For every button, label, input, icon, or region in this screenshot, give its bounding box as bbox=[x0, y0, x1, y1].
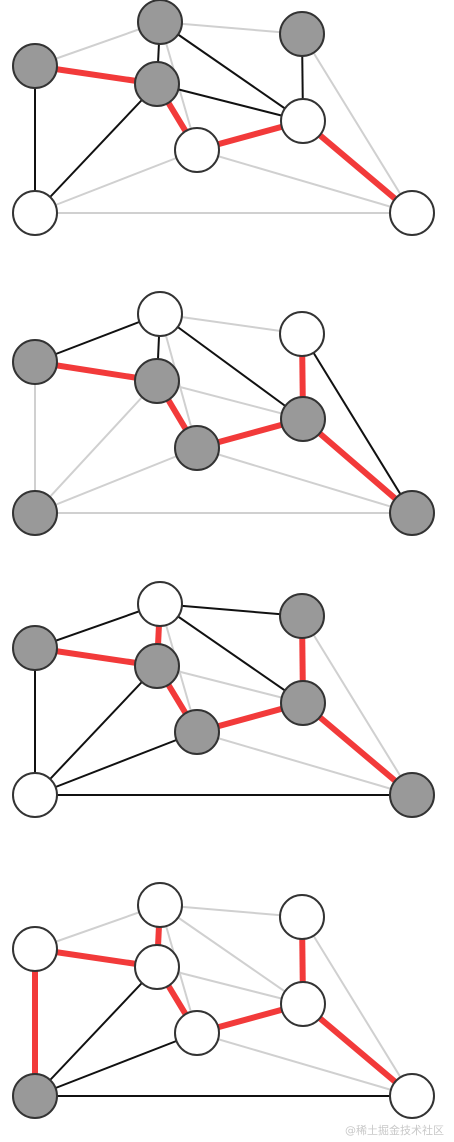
edge-black-D-E bbox=[34, 966, 158, 1097]
edge-black-C-H bbox=[301, 333, 413, 514]
edge-light-B-F bbox=[159, 904, 304, 1005]
edge-light-B-C bbox=[159, 21, 303, 35]
edge-black-B-F bbox=[159, 21, 304, 122]
edge-light-D-F bbox=[156, 966, 304, 1005]
edge-light-C-H bbox=[301, 916, 413, 1097]
node-A-unvisited bbox=[12, 926, 58, 972]
edge-red-F-H bbox=[301, 118, 414, 216]
node-E-unvisited bbox=[12, 772, 58, 818]
edge-light-B-C bbox=[159, 313, 303, 335]
node-F-unvisited bbox=[280, 98, 326, 144]
edge-black-B-F bbox=[159, 313, 304, 420]
edge-light-D-E bbox=[34, 380, 158, 514]
node-B-unvisited bbox=[137, 581, 183, 627]
node-C-visited bbox=[279, 593, 325, 639]
node-A-visited bbox=[12, 625, 58, 671]
edge-light-B-C bbox=[159, 904, 303, 918]
edge-black-D-E bbox=[34, 83, 158, 214]
edge-light-G-H bbox=[196, 731, 413, 796]
node-H-unvisited bbox=[389, 1073, 435, 1119]
node-F-unvisited bbox=[280, 981, 326, 1027]
node-G-visited bbox=[174, 709, 220, 755]
edge-light-C-H bbox=[301, 33, 413, 214]
edge-light-C-H bbox=[301, 615, 413, 796]
edge-red-F-H bbox=[301, 416, 414, 516]
graph-panel-2 bbox=[12, 291, 435, 536]
edge-light-G-E bbox=[34, 447, 198, 514]
edge-light-G-E bbox=[34, 149, 198, 214]
node-F-visited bbox=[280, 396, 326, 442]
node-G-unvisited bbox=[174, 127, 220, 173]
node-B-unvisited bbox=[137, 882, 183, 928]
edge-black-B-F bbox=[159, 603, 304, 704]
node-A-visited bbox=[12, 43, 58, 89]
graph-panel-3 bbox=[12, 581, 435, 818]
graph-panel-1 bbox=[12, 0, 435, 236]
node-E-unvisited bbox=[12, 190, 58, 236]
edge-black-D-E bbox=[34, 665, 158, 796]
node-F-visited bbox=[280, 680, 326, 726]
edge-black-G-E bbox=[34, 731, 198, 796]
edge-red-F-H bbox=[301, 1001, 414, 1099]
edge-light-D-F bbox=[156, 665, 304, 704]
node-D-unvisited bbox=[134, 944, 180, 990]
node-E-visited bbox=[12, 490, 58, 536]
node-C-visited bbox=[279, 11, 325, 57]
node-H-visited bbox=[389, 772, 435, 818]
edge-light-G-H bbox=[196, 149, 413, 214]
node-B-visited bbox=[137, 0, 183, 45]
edge-black-D-F bbox=[156, 83, 304, 122]
node-D-visited bbox=[134, 61, 180, 107]
node-H-visited bbox=[389, 490, 435, 536]
node-C-unvisited bbox=[279, 311, 325, 357]
edge-light-G-H bbox=[196, 1032, 413, 1097]
node-C-unvisited bbox=[279, 894, 325, 940]
edge-black-B-C bbox=[159, 603, 303, 617]
edge-red-F-H bbox=[301, 700, 414, 798]
node-B-unvisited bbox=[137, 291, 183, 337]
node-D-visited bbox=[134, 358, 180, 404]
node-A-visited bbox=[12, 339, 58, 385]
edge-light-G-H bbox=[196, 447, 413, 514]
graph-panel-4 bbox=[12, 882, 435, 1119]
edge-black-G-E bbox=[34, 1032, 198, 1097]
edge-light-D-F bbox=[156, 380, 304, 420]
node-H-unvisited bbox=[389, 190, 435, 236]
node-E-visited bbox=[12, 1073, 58, 1119]
node-G-unvisited bbox=[174, 1010, 220, 1056]
node-G-visited bbox=[174, 425, 220, 471]
node-D-visited bbox=[134, 643, 180, 689]
watermark-credit: @稀土掘金技术社区 bbox=[345, 1124, 444, 1137]
